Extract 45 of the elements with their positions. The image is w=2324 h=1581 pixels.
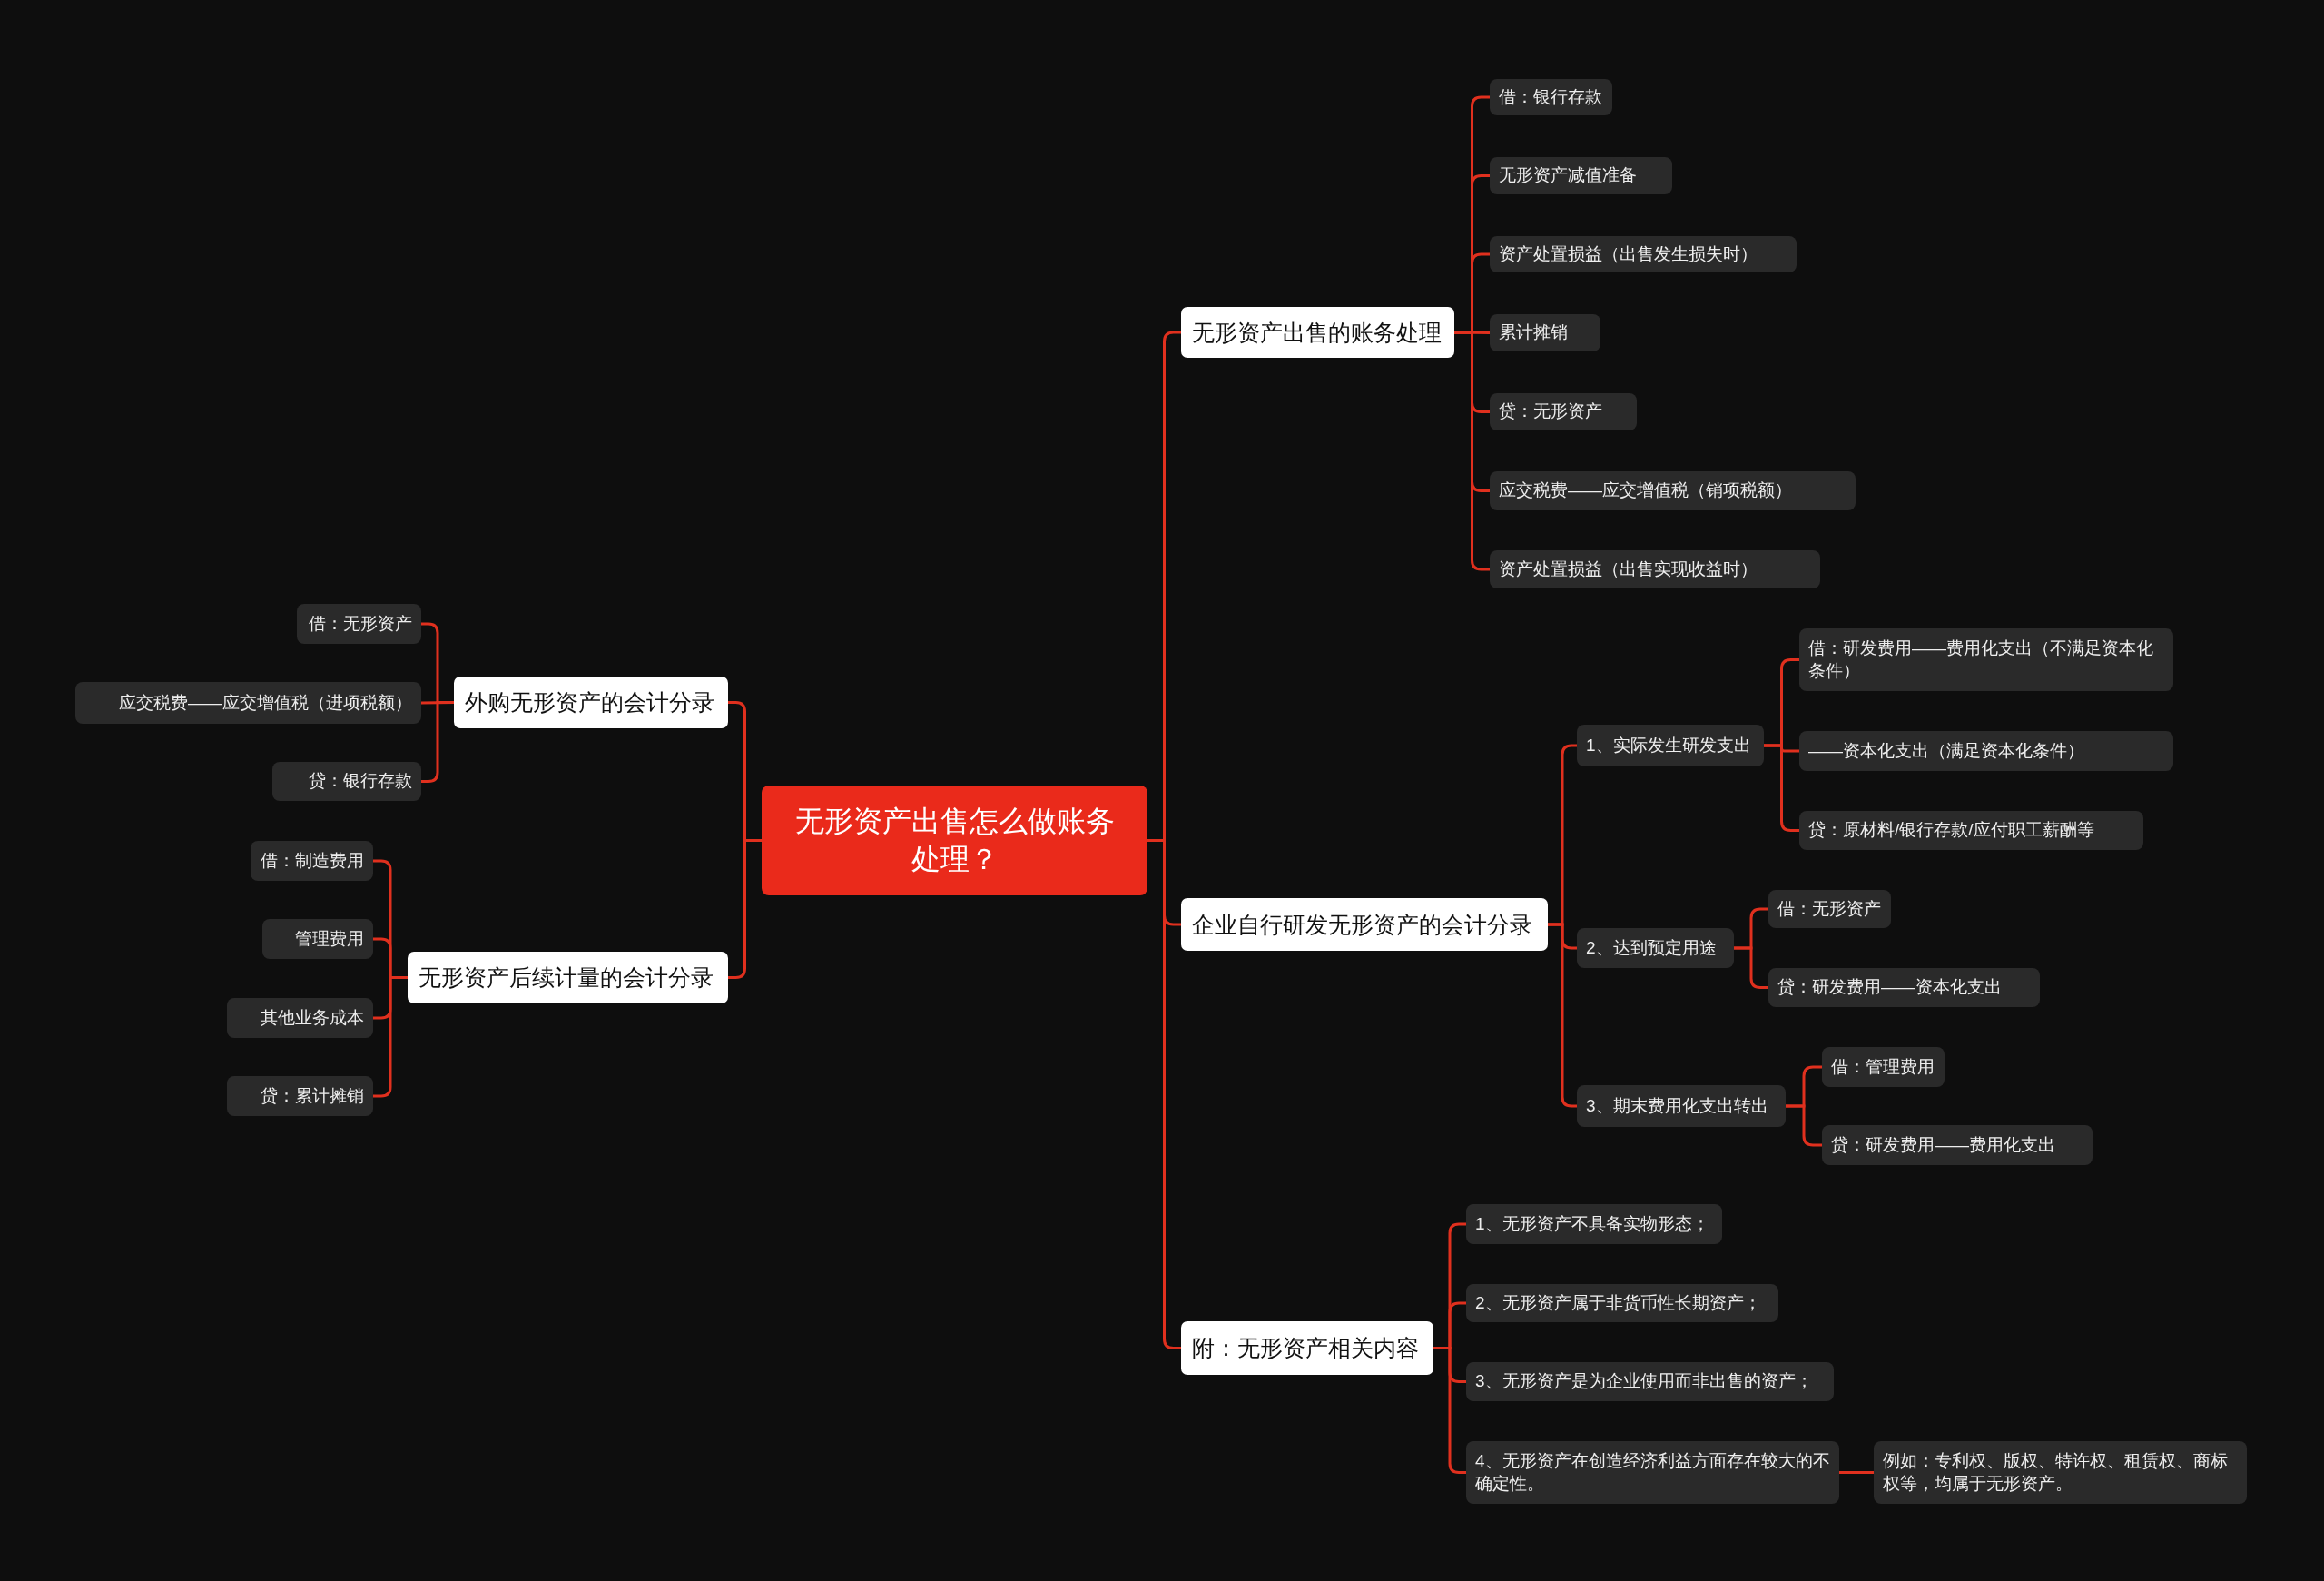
connector-line (1734, 946, 1768, 989)
leaf-box: 管理费用 (262, 919, 373, 959)
branch-box: 无形资产后续计量的会计分录 (408, 952, 728, 1003)
branch-box: 无形资产出售的账务处理 (1181, 307, 1454, 358)
leaf-box: 应交税费——应交增值税（销项税额） (1490, 471, 1856, 510)
leaf-box: 例如：专利权、版权、特许权、租赁权、商标权等，均属于无形资产。 (1874, 1441, 2247, 1504)
leaf-box: 借：无形资产 (297, 604, 421, 644)
leaf-box: 借：银行存款 (1490, 79, 1612, 115)
leaf-box: 无形资产减值准备 (1490, 157, 1672, 194)
connector-line (1839, 1471, 1874, 1474)
branch-box: 附：无形资产相关内容 (1181, 1321, 1433, 1375)
connector-line (728, 839, 762, 979)
leaf-box: 2、无形资产属于非货币性长期资产； (1466, 1284, 1778, 1322)
leaf-box: 1、实际发生研发支出 (1577, 725, 1764, 766)
leaf-box: 贷：原材料/银行存款/应付职工薪酬等 (1799, 811, 2143, 850)
branch-box: 外购无形资产的会计分录 (454, 677, 728, 728)
leaf-box: 1、无形资产不具备实物形态； (1466, 1204, 1722, 1244)
connector-line (1548, 923, 1577, 1108)
leaf-box: 贷：累计摊销 (227, 1076, 373, 1116)
leaf-box: 资产处置损益（出售发生损失时） (1490, 236, 1797, 272)
leaf-box: 借：无形资产 (1768, 890, 1891, 928)
connector-line (1454, 331, 1490, 571)
central-topic-box: 无形资产出售怎么做账务处理？ (762, 786, 1147, 895)
leaf-box: 资产处置损益（出售实现收益时） (1490, 550, 1820, 588)
leaf-box: 贷：研发费用——资本化支出 (1768, 968, 2040, 1007)
connector-line (1786, 1104, 1822, 1147)
connector-line (1764, 744, 1799, 832)
connector-line (1433, 1347, 1466, 1474)
leaf-box: 3、无形资产是为企业使用而非出售的资产； (1466, 1362, 1834, 1401)
leaf-box: 2、达到预定用途 (1577, 928, 1734, 968)
leaf-box: 贷：银行存款 (272, 762, 421, 801)
leaf-box: 4、无形资产在创造经济利益方面存在较大的不确定性。 (1466, 1441, 1839, 1504)
leaf-box: ——资本化支出（满足资本化条件） (1799, 731, 2173, 771)
leaf-box: 累计摊销 (1490, 314, 1600, 351)
leaf-box: 3、期末费用化支出转出 (1577, 1085, 1786, 1127)
leaf-box: 借：管理费用 (1822, 1047, 1945, 1087)
leaf-box: 借：制造费用 (251, 841, 373, 881)
leaf-box: 借：研发费用——费用化支出（不满足资本化条件） (1799, 628, 2173, 691)
branch-box: 企业自行研发无形资产的会计分录 (1181, 898, 1548, 951)
leaf-box: 应交税费——应交增值税（进项税额） (75, 682, 421, 724)
connector-line (421, 701, 454, 783)
leaf-box: 贷：研发费用——费用化支出 (1822, 1125, 2093, 1165)
leaf-box: 其他业务成本 (227, 998, 373, 1038)
leaf-box: 贷：无形资产 (1490, 393, 1637, 430)
connector-line (373, 976, 408, 1098)
